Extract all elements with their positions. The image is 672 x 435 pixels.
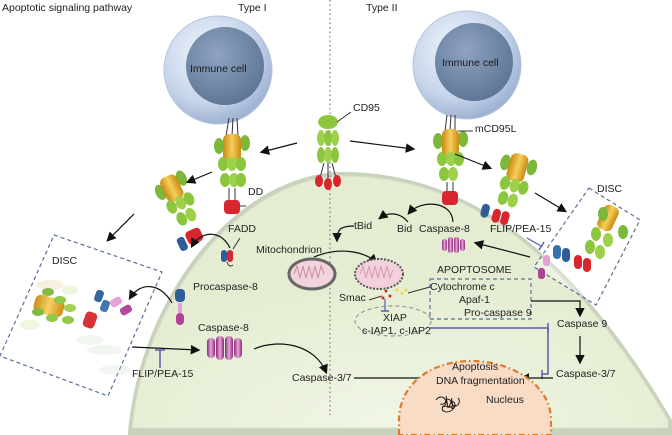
arrow-disc-to-caspase8: [131, 344, 201, 355]
disc-left-box: [0, 234, 163, 397]
immune-cell-right-label: Immune cell: [442, 57, 499, 69]
arrow-bid-to-tbid: [378, 209, 409, 223]
tbid-label: tBid: [354, 220, 372, 232]
arrow-flip-complex-to-disc: [534, 192, 568, 213]
apoptosis-label: Apoptosis: [452, 361, 498, 373]
apoptosome-label: APOPTOSOME: [437, 264, 512, 276]
xiap-label: XIAP: [383, 312, 407, 324]
procaspase8-label: Procaspase-8: [193, 281, 258, 293]
apaf1-label: Apaf-1: [459, 294, 490, 306]
flip-right-label: FLIP/PEA-15: [490, 223, 551, 235]
arrow-tbid-to-mito: [332, 225, 355, 243]
fadd-protein: [221, 250, 234, 267]
arrow-mcd95l-to-flip-complex: [454, 153, 493, 170]
bid-label: Bid: [397, 223, 412, 235]
arrow-disc-to-caspase8-right: [473, 240, 531, 258]
dd-label: DD: [248, 186, 264, 198]
immune-cell-nucleus: [435, 23, 513, 101]
flip-complex-right: [480, 153, 538, 226]
disc-right-label: DISC: [597, 183, 623, 195]
cd95-receptor: [315, 115, 341, 190]
apoptosome-box: [429, 278, 532, 320]
disc-left-label: DISC: [52, 255, 78, 267]
cd95-leader: [336, 111, 352, 123]
nucleus-label: Nucleus: [486, 394, 524, 406]
ciap-label: c-IAP1, c-IAP2: [362, 325, 431, 337]
arrow-cd95-to-mcd95l: [349, 140, 416, 153]
type2-label: Type II: [366, 2, 398, 14]
immune-cell-nucleus: [186, 27, 264, 105]
nucleus: [397, 359, 553, 435]
cd95-fadd-complex-left: [154, 170, 204, 251]
iap-inhibit-caspase37: [542, 328, 549, 375]
disc-left-complex: [20, 280, 133, 375]
dna-icon: [435, 395, 460, 413]
mitochondrion-label: Mitochondrion: [256, 244, 322, 256]
caspase37-left-label: Caspase-3/7: [292, 372, 352, 384]
immune-cell-left-label: Immune cell: [190, 63, 247, 75]
fadd-leader: [232, 237, 241, 250]
mitochondrion-intact: [287, 257, 337, 291]
cytochrome-leader: [407, 286, 431, 294]
cd95-ligand-complex-left: [214, 117, 250, 214]
type1-label: Type I: [238, 2, 267, 14]
immune-cell-right: Immune cell: [412, 10, 522, 120]
arrow-mito-to-mito: [313, 250, 378, 264]
fadd-recruit-arrow: [190, 233, 231, 249]
immune-cell-left: Immune cell: [163, 15, 273, 125]
caspase37-right-label: Caspase-3/7: [556, 368, 616, 380]
caspase8-left-protein: [207, 336, 242, 360]
arrow-cd95-to-left-complex: [259, 142, 298, 155]
caspase8-right-label: Caspase-8: [419, 223, 470, 235]
smac-leader: [368, 295, 383, 301]
mcd95l-label: mCD95L: [475, 123, 517, 135]
flip-left-label: FLIP/PEA-15: [132, 368, 193, 380]
mcd95l-complex: [433, 114, 468, 205]
arrow-caspase8-to-bid: [407, 203, 454, 223]
disc-right-complex: [538, 204, 628, 279]
target-cell: [128, 171, 672, 435]
dna-fragmentation-label: DNA fragmentation: [436, 375, 525, 387]
caspase8-left-label: Caspase-8: [198, 322, 249, 334]
iap-group-outline: [354, 305, 432, 337]
mitochondrion-permeabilized: [354, 258, 404, 290]
arrow-complex-internalize-2: [106, 213, 135, 242]
released-factors: [381, 288, 408, 300]
procaspase8-protein: [175, 289, 185, 325]
procaspase9-label: Pro-caspase 9: [464, 307, 532, 319]
cytochrome-c-label: Cytochrome c: [430, 281, 495, 293]
arrow-complex-internalize-1: [185, 171, 213, 184]
caspase9-label: Caspase 9: [557, 318, 607, 330]
arrow-caspase8-to-caspase37: [253, 343, 328, 375]
flip-right-inhibit-bar: [538, 241, 545, 251]
arrow-apoptosome-to-caspase9: [531, 300, 585, 318]
cd95-label: CD95: [353, 102, 380, 114]
flip-right-inhibit: [526, 237, 542, 247]
smac-label: Smac: [339, 292, 366, 304]
caspase8-right-protein: [442, 237, 465, 253]
figure-title: Apoptotic signaling pathway: [2, 2, 133, 14]
fadd-label: FADD: [228, 223, 256, 235]
procaspase-recruit-arrow: [128, 286, 173, 304]
